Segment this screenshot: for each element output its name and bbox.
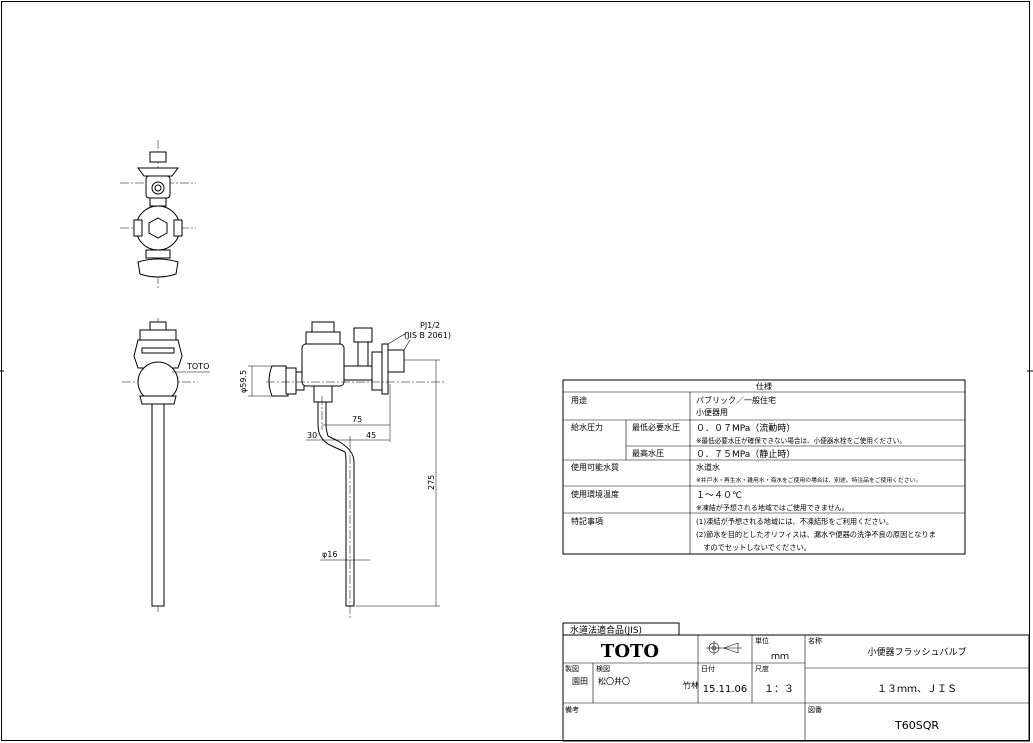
spec-row-note: すのでセットしないでください。 <box>696 543 811 552</box>
dim-30: 30 <box>307 431 317 440</box>
jis-ref-label: (JIS B 2061) <box>404 331 451 340</box>
spec-row-note: ※井戸水・再生水・雑用水・海水をご使用の場合は、別途、特注品をご使用ください。 <box>696 476 921 484</box>
spec-row-note: ※凍結が予想される地域ではご使用できません。 <box>696 503 849 512</box>
spec-table <box>562 379 966 555</box>
name-value: 小便器フラッシュバルブ <box>867 646 966 658</box>
spec-row-label-pressure: 給水圧力 <box>571 422 603 432</box>
spec-row-label-usage: 用途 <box>571 395 587 405</box>
date-value: 15.11.06 <box>703 684 748 695</box>
pj-thread-label: PJ1/2 <box>420 321 440 330</box>
spec-row-value: 水道水 <box>696 462 720 472</box>
title-block <box>562 622 1030 742</box>
spec-row-value: パブリック／一般住宅 <box>696 395 776 405</box>
drawing-number: T60SQR <box>894 719 939 732</box>
dim-75: 75 <box>352 415 362 424</box>
spec-value: １３ｍｍ、ＪＩＳ <box>877 684 957 695</box>
dim-phi-59-5: φ59.5 <box>239 370 248 393</box>
spec-row-sub-min: 最低必要水圧 <box>632 422 680 432</box>
spec-row-note: ※最低必要水圧が確保できない場合は、小便器水栓をご使用ください。 <box>696 436 906 445</box>
spec-row-sub-max: 最高水圧 <box>632 448 664 458</box>
drawn-label: 製図 <box>565 664 579 673</box>
brand-mark-label: TOTO <box>186 362 209 371</box>
valve-side-view <box>266 321 444 620</box>
toto-logo: TOTO <box>601 641 659 662</box>
date-label: 日付 <box>701 664 715 673</box>
valve-top-view <box>120 140 196 288</box>
valve-front-view <box>122 318 210 612</box>
unit-value: ｍｍ <box>771 652 789 662</box>
checked-by: 松〇井〇 <box>598 676 630 686</box>
spec-row-label-temperature: 使用環境温度 <box>571 489 619 499</box>
approved-by: 竹林 <box>683 680 699 690</box>
spec-row-value: ０．０７MPa（流動時） <box>696 422 795 434</box>
spec-row-label-water: 使用可能水質 <box>571 462 619 472</box>
dimension-lines <box>248 359 440 607</box>
spec-row-note: (1)凍結が予想される地域には、不凍結形をご利用ください。 <box>696 517 893 526</box>
spec-table-header: 仕様 <box>756 381 772 391</box>
jis-tab-label: 水道法適合品(JIS) <box>570 624 642 636</box>
unit-label: 単位 <box>755 636 769 645</box>
check-label: 検図 <box>596 664 610 673</box>
spec-row-value: 小便器用 <box>696 407 728 417</box>
dim-275: 275 <box>427 475 436 490</box>
scale-label: 尺度 <box>755 664 769 673</box>
name-label: 名称 <box>808 636 822 645</box>
projection-symbol-icon <box>706 641 742 655</box>
drawing-number-label: 図番 <box>808 706 822 714</box>
dim-45: 45 <box>366 431 376 440</box>
spec-row-label-notes: 特記事項 <box>571 516 603 526</box>
spec-row-value: １〜４０℃ <box>696 491 742 501</box>
spec-row-note: (2)節水を目的としたオリフィスは、漏水や便器の洗浄不良の原因となりま <box>696 530 936 539</box>
remarks-label: 備考 <box>565 705 579 714</box>
spec-row-value: ０．７５MPa（静止時） <box>696 448 795 460</box>
dim-phi-16: φ16 <box>322 550 337 559</box>
scale-value: １：３ <box>764 684 794 695</box>
drawn-by: 園田 <box>572 677 588 686</box>
